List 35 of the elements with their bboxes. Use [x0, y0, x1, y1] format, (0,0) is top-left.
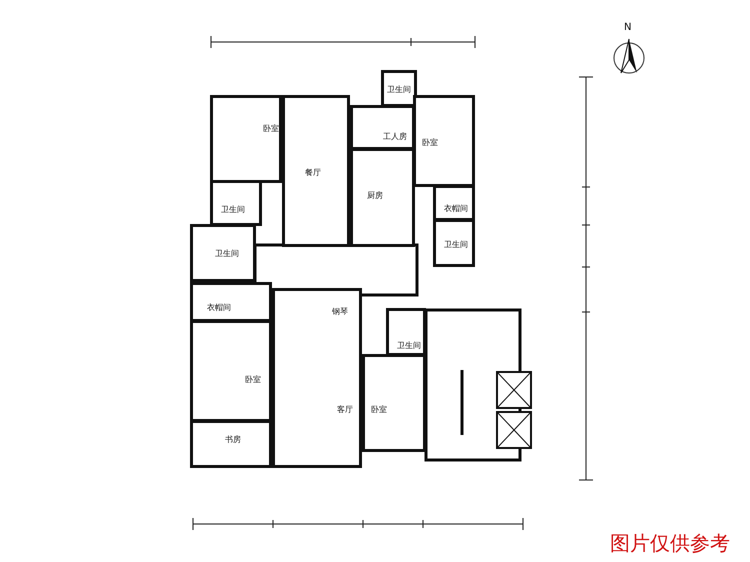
- room-name: 卧室: [245, 375, 261, 384]
- room-outline: [190, 420, 272, 468]
- room-outline: [272, 288, 362, 468]
- room-outline: [362, 354, 426, 452]
- piano-label: 钢琴: [332, 306, 348, 317]
- room-outline: [433, 219, 475, 267]
- room-name: 餐厅: [305, 168, 321, 177]
- room-outline: [381, 70, 417, 107]
- north-label: N: [624, 22, 632, 33]
- room-outline: [190, 282, 272, 322]
- room-name: 书房: [225, 435, 241, 444]
- room-outline: [386, 308, 426, 356]
- room-outline: [210, 95, 282, 183]
- room-name: 卫生间: [221, 205, 245, 214]
- room-name: 衣帽间: [207, 303, 231, 312]
- room-name: 卧室: [371, 405, 387, 414]
- room-outline: [350, 105, 415, 150]
- room-outline: [350, 148, 415, 247]
- room-name: 卫生间: [397, 341, 421, 350]
- room-outline: [190, 320, 272, 422]
- room-outline: [433, 185, 475, 221]
- room-name: 卫生间: [387, 85, 411, 94]
- room-name: 客厅: [337, 405, 353, 414]
- room-outline: [413, 95, 475, 187]
- room-outline: [282, 95, 350, 247]
- room-name: 衣帽间: [444, 204, 468, 213]
- disclaimer-text: 图片仅供参考: [610, 530, 730, 557]
- room-name: 工人房: [383, 132, 407, 141]
- room-outline: [210, 180, 262, 226]
- room-name: 卫生间: [444, 240, 468, 249]
- room-name: 卧室: [422, 138, 438, 147]
- room-outline: [190, 224, 256, 282]
- room-name: 厨房: [367, 191, 383, 200]
- room-name: 卧室: [263, 124, 279, 133]
- room-name: 卫生间: [215, 249, 239, 258]
